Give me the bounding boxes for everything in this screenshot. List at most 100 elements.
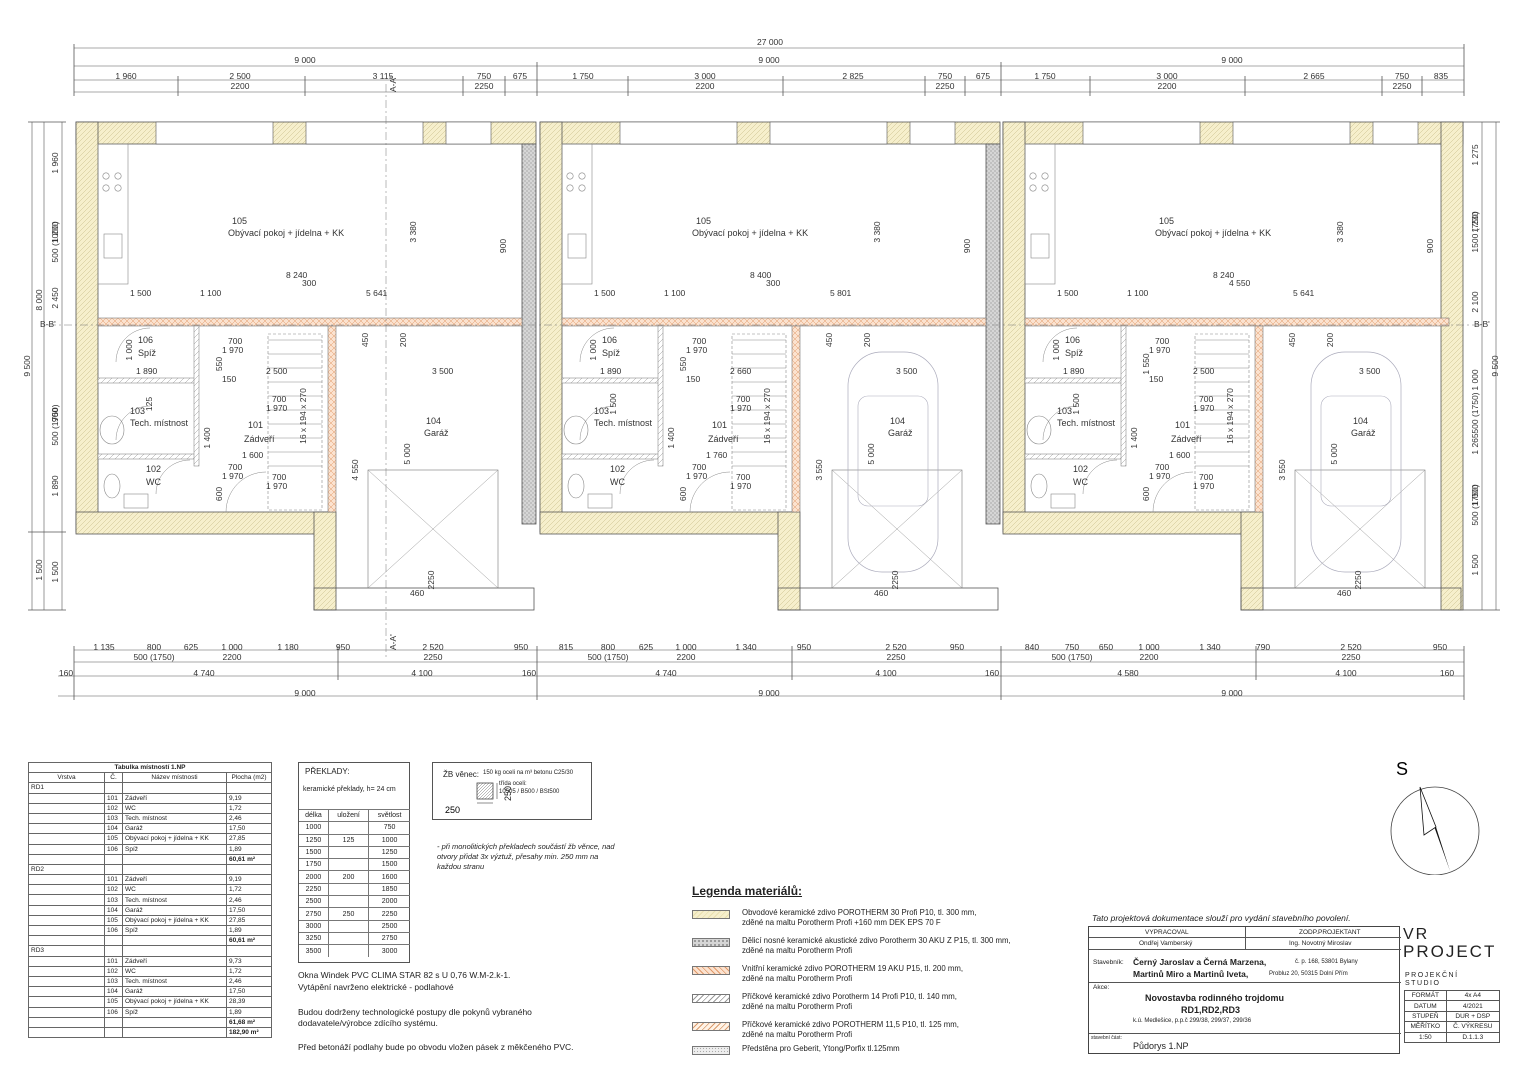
table-cell (104, 853, 123, 865)
prepared-by: Ondřej Vamberský (1139, 940, 1193, 947)
room-name: WC (1073, 477, 1088, 487)
table-cell (28, 853, 105, 865)
meta-cell: Č. VÝKRESU (1445, 1021, 1501, 1033)
room-name: Spíž (122, 1006, 227, 1018)
room-number: 106 (104, 843, 123, 855)
door-height-label: 1 970 (686, 471, 708, 481)
unit-3 (1002, 121, 1464, 611)
room-name: Spíž (602, 348, 621, 358)
legend-swatch (692, 994, 730, 1003)
note-procedures: Budou dodrženy technologické postupy dle… (298, 1007, 532, 1028)
lintel-cell: 2000 (368, 895, 410, 908)
room-name: WC (122, 884, 227, 896)
room-area: 9,73 (226, 955, 272, 967)
dim-bottom-a: 800 (601, 642, 615, 652)
room-area: 1,72 (226, 884, 272, 896)
room-number: 101 (248, 420, 263, 430)
dim-unit-bottom: 9 000 (758, 688, 780, 698)
door-height-label: 1 970 (1149, 471, 1171, 481)
inner-dim: 1 760 (706, 450, 728, 460)
note-floor: Před betonáží podlahy bude po obvodu vlo… (298, 1042, 574, 1052)
north-letter: S (1396, 759, 1408, 779)
room-number: 103 (1057, 406, 1072, 416)
window-sill-label: 900 (498, 239, 508, 253)
room-name: Tech. místnost (1057, 418, 1116, 428)
meta-cell: D.1.1.3 (1445, 1031, 1501, 1043)
dim-bottom-a: 815 (559, 642, 573, 652)
room-area: 27,85 (226, 914, 272, 927)
dim-bottom-a: 1 340 (1199, 642, 1221, 652)
door-width-label: 700 (692, 462, 706, 472)
lintel-cell: 3500 (299, 944, 329, 958)
inner-dim: 1 600 (242, 450, 264, 460)
table-cell (28, 1006, 105, 1018)
responsible-label: ZODP.PROJEKTANT (1299, 929, 1361, 936)
legend-line2: zděné na maltu Porotherm Profi +160 mm D… (742, 917, 941, 927)
unit-1 (75, 121, 537, 611)
inner-dim: 150 (686, 374, 700, 384)
room-table-title: Tabulka místností 1.NP (28, 761, 272, 774)
dim-bottom-b: 2200 (223, 652, 242, 662)
room-name: Zádveří (122, 874, 227, 886)
room-number: 103 (104, 812, 123, 825)
dim-unit-top: 9 000 (1221, 55, 1243, 65)
dim-left-detail: 900 (50, 408, 60, 422)
meta-cell: 4x A4 (1445, 989, 1501, 1002)
dim-top-a: 3 000 (694, 71, 716, 81)
dim-right-detail: 1500 (750) (1470, 211, 1480, 252)
dim-bottom-a: 950 (797, 642, 811, 652)
dim-left-detail: 1 890 (50, 475, 60, 497)
room-number: 104 (104, 904, 123, 916)
prepared-label: VYPRACOVAL (1145, 929, 1189, 936)
inner-dim: 150 (1149, 374, 1163, 384)
room-name: Obývací pokoj + jídelna + KK (692, 228, 808, 238)
dim-left-detail: 500 (1750) (50, 404, 60, 445)
dim-unit-bottom: 9 000 (294, 688, 316, 698)
room-number: 104 (1353, 416, 1368, 426)
inner-dim: 600 (1141, 487, 1151, 501)
table-cell (28, 812, 105, 825)
inner-dim: 1 890 (136, 366, 158, 376)
inner-dim: 460 (874, 588, 888, 598)
section-mark-aa-bottom: A-A' (388, 634, 398, 650)
inner-dim: 1 400 (1129, 427, 1139, 449)
living-width-dim: 8 400 (750, 270, 772, 280)
dim-top-a: 2 665 (1303, 71, 1325, 81)
room-name: Obývací pokoj + jídelna + KK (122, 833, 227, 845)
stair-label: 16 x 194 x 270 (1225, 388, 1235, 444)
legend-line1: Příčkové keramické zdivo POROTHERM 11,5 … (742, 1020, 959, 1029)
parcel-info: k.ú. Medlešice, p.p.č 299/38, 299/37, 29… (1133, 1018, 1252, 1024)
lintel-cell: 2750 (299, 907, 329, 921)
dim-top-b: 2200 (231, 81, 250, 91)
dim-bottom-c: 160 (59, 668, 73, 678)
inner-dim: 200 (398, 333, 408, 347)
grand-total: 182,90 m² (226, 1026, 272, 1039)
table-row: RD3 (28, 945, 272, 957)
dim-top-a: 1 750 (1034, 71, 1056, 81)
ring-beam-title: ŽB věnec: (443, 770, 480, 779)
logo-line1: VR (1403, 926, 1430, 943)
lintels-table: PŘEKLADY: keramické překlady, h= 24 cm d… (298, 762, 410, 963)
table-cell (104, 1016, 123, 1028)
room-name: Garáž (122, 986, 227, 998)
materials-legend: Legenda materiálů: Obvodové keramické zd… (692, 884, 1072, 1055)
room-area: 1,89 (226, 924, 272, 937)
stair-label: 16 x 194 x 270 (762, 388, 772, 444)
inner-dim: 5 000 (402, 443, 412, 465)
unit-2 (539, 121, 1001, 611)
lintel-cell: 250 (328, 907, 370, 921)
inner-dim: 600 (214, 487, 224, 501)
col-area: Plocha (m2) (226, 772, 272, 784)
dim-right-detail: 1 000 (1470, 369, 1480, 391)
table-cell (122, 1026, 227, 1039)
lintel-cell (328, 944, 370, 958)
ring-beam-steel: třída oceli: 10505 / B500 / BSt500 (499, 780, 589, 796)
door-width-label: 700 (228, 462, 242, 472)
